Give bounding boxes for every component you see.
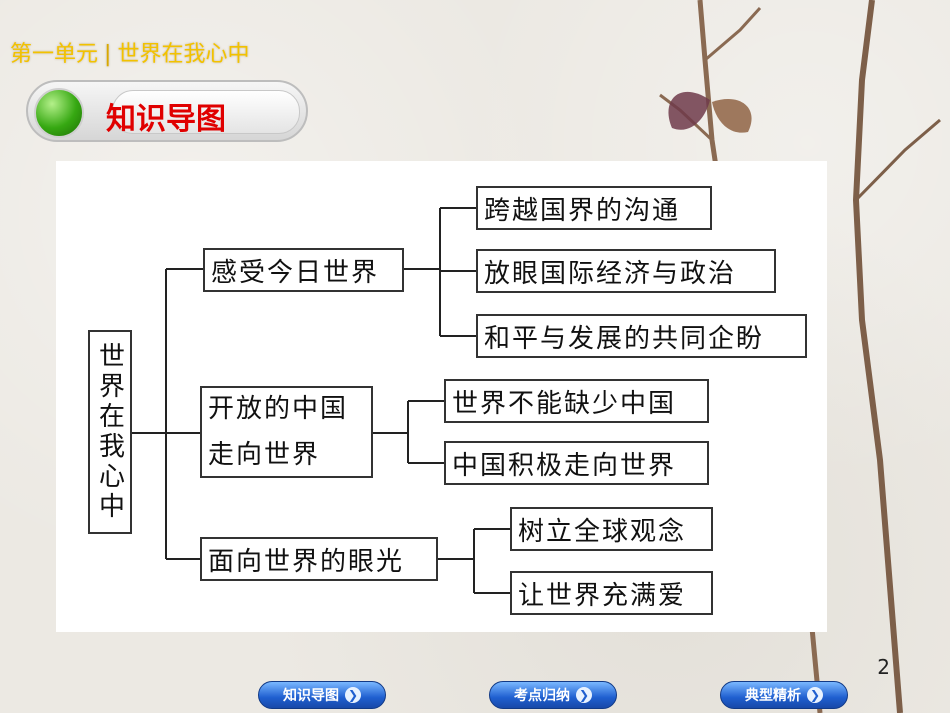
branch-node-3: 面向世界的眼光 bbox=[200, 537, 438, 581]
branch-label-2-line-1: 开放的中国 bbox=[208, 394, 349, 424]
nav-label-knowledge-map: 知识导图 bbox=[283, 688, 339, 704]
leaf-label-1-3: 和平与发展的共同企盼 bbox=[484, 323, 765, 354]
root-node: 世界在我心中 bbox=[88, 330, 132, 534]
leaf-label-2-2: 中国积极走向世界 bbox=[452, 450, 677, 481]
section-title-box bbox=[112, 90, 300, 134]
leaf-node-1-3: 和平与发展的共同企盼 bbox=[476, 314, 807, 358]
connector-lines bbox=[132, 207, 510, 594]
branch-node-1: 感受今日世界 bbox=[203, 248, 404, 292]
branch-label-2-line-2: 走向世界 bbox=[208, 440, 321, 470]
leaf-label-1-2: 放眼国际经济与政治 bbox=[484, 258, 737, 289]
leaf-node-3-2: 让世界充满爱 bbox=[510, 571, 713, 615]
unit-label: 第一单元 bbox=[10, 42, 99, 67]
leaf-label-2-1: 世界不能缺少中国 bbox=[452, 388, 677, 419]
leaf-node-1-1: 跨越国界的沟通 bbox=[476, 186, 712, 230]
nav-button-knowledge-map[interactable]: 知识导图 ❯ bbox=[258, 681, 386, 709]
nav-label-typical-analysis: 典型精析 bbox=[745, 688, 801, 704]
root-label: 世界在我心中 bbox=[94, 342, 125, 522]
mind-map-panel: 世界在我心中 感受今日世界 开放的中国 走向世界 面向世界的眼光 跨越国界的沟通… bbox=[56, 161, 827, 632]
branch-node-2: 开放的中国 走向世界 bbox=[200, 386, 373, 478]
nav-button-typical-analysis[interactable]: 典型精析 ❯ bbox=[720, 681, 848, 709]
chevron-right-icon: ❯ bbox=[807, 687, 823, 703]
unit-topic: 世界在我心中 bbox=[117, 42, 250, 67]
leaf-node-1-2: 放眼国际经济与政治 bbox=[476, 249, 776, 293]
leaf-label-3-2: 让世界充满爱 bbox=[518, 580, 687, 611]
leaf-label-1-1: 跨越国界的沟通 bbox=[484, 195, 681, 226]
leaf-label-3-1: 树立全球观念 bbox=[518, 516, 687, 547]
leaf-node-3-1: 树立全球观念 bbox=[510, 507, 713, 551]
branch-label-3: 面向世界的眼光 bbox=[208, 546, 405, 577]
chevron-right-icon: ❯ bbox=[576, 687, 592, 703]
leaf-node-2-2: 中国积极走向世界 bbox=[444, 441, 709, 485]
leaf-node-2-1: 世界不能缺少中国 bbox=[444, 379, 709, 423]
branch-label-1: 感受今日世界 bbox=[211, 257, 380, 288]
section-title-pill: 知识导图 bbox=[26, 80, 308, 142]
nav-label-key-points: 考点归纳 bbox=[514, 688, 570, 704]
section-title: 知识导图 bbox=[106, 102, 226, 137]
chevron-right-icon: ❯ bbox=[345, 687, 361, 703]
green-ball-icon bbox=[34, 88, 84, 138]
page-number: 2 bbox=[877, 655, 890, 679]
header-separator: | bbox=[104, 42, 112, 67]
nav-button-key-points[interactable]: 考点归纳 ❯ bbox=[489, 681, 617, 709]
unit-header: 第一单元|世界在我心中 bbox=[10, 36, 249, 68]
